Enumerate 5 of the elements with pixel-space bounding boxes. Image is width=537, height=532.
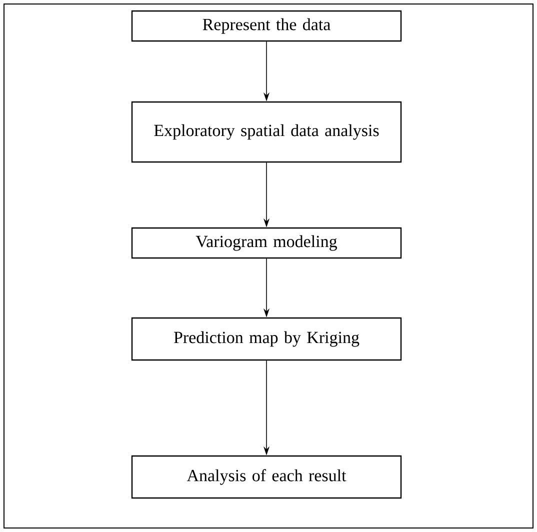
process-box: Exploratory spatial data analysis — [131, 101, 402, 163]
process-box: Prediction map by Kriging — [131, 317, 402, 361]
process-box: Represent the data — [131, 10, 402, 42]
process-box: Variogram modeling — [131, 227, 402, 259]
process-box: Analysis of each result — [131, 455, 402, 499]
